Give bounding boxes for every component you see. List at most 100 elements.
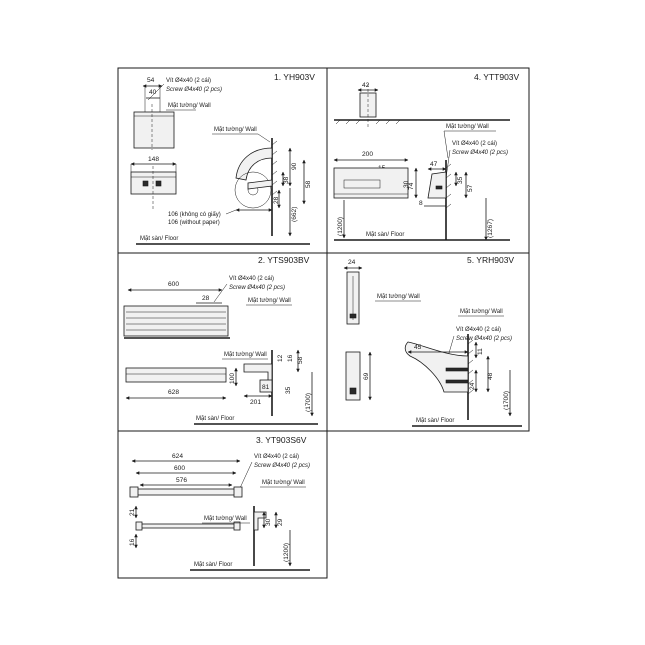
panel-2-dim-58: 58 [297,356,304,364]
wall-hatch [467,339,474,345]
panel-1-dim-148: 148 [148,156,159,163]
panel-5-dim-24b: 24 [469,382,476,390]
panel-4-wall-label: Mặt tường/ Wall [446,124,489,130]
panel-1-dim-28: 28 [273,196,280,204]
wall-hatch [467,379,474,385]
panel-3-dim-16: 16 [129,538,136,546]
panel-1-screw-hole-right [155,180,162,187]
panel-3-dim-30: 30 [265,518,272,526]
panel-1-paper-note-vi: 106 (không có giấy) [168,212,221,218]
panel-3-towel-bar: 3. YT903S6V 624 600 576 Vít Ø4x40 (2 cái… [129,435,310,571]
panel-3-frame [117,430,328,579]
wall-hatch [271,150,278,156]
panel-5-screw-en: Screw Ø4x40 (2 pcs) [456,336,512,342]
panel-1-dim-662: (662) [291,207,298,222]
panel-3-wall-label-1: Mặt tường/ Wall [262,480,305,486]
wall-hatch [271,180,278,186]
panel-2-title: 2. YTS903BV [258,255,310,265]
panel-2-dim-100: 100 [229,373,236,384]
panel-2-dim-28: 28 [202,295,210,302]
panel-5-hook-body [404,341,469,393]
panel-1-paper-roll [234,171,272,209]
panel-2-screw-vi: Vít Ø4x40 (2 cái) [229,276,274,282]
wall-hatch [271,190,278,196]
panel-2-wall-label-1: Mặt tường/ Wall [248,298,291,304]
panel-1-side-arm [247,179,273,190]
panel-3-dim-29: 29 [277,518,284,526]
panel-2-screw-en: Screw Ø4x40 (2 pcs) [229,285,285,291]
wall-hatch [467,369,474,375]
panel-4-dim-200: 200 [362,151,373,158]
panel-5-top-screw [349,313,357,319]
panel-5-dim-48: 48 [487,372,494,380]
panel-4-dim-74: 74 [408,182,415,190]
panel-4-dim-30: 30 [403,180,410,188]
wall-hatch [467,389,474,395]
panel-2-dim-35: 35 [285,386,292,394]
panel-2-frame [117,252,328,432]
panel-1-paper-note-en: 106 (without paper) [168,220,220,226]
panel-3-dim-1200: (1200) [283,543,290,562]
wall-hatch [271,160,278,166]
panel-4-front-body [333,167,409,199]
panel-1-paper-leader [225,209,237,215]
panel-1-front-view-body [130,171,177,195]
panel-2-dim-16: 16 [287,354,294,362]
panel-1-side-cover [235,147,273,181]
panel-1-wall-label-2: Mặt tường/ Wall [214,127,257,133]
panel-4-dim-57: 57 [467,184,474,192]
wall-hatch [335,119,341,125]
panel-3-wall-label-2: Mặt tường/ Wall [204,516,247,522]
panel-5-dim-11: 11 [477,348,484,355]
panel-4-dim-1200: (1200) [337,217,344,236]
panel-5-dim-1700: (1700) [503,391,510,410]
panel-5-hook-screw-1 [445,367,469,372]
panel-4-dim-47: 47 [430,161,438,168]
panel-2-floor-label: Mặt sàn/ Floor [196,416,234,422]
panel-4-screw-vi: Vít Ø4x40 (2 cái) [452,141,497,147]
wall-hatch [395,119,401,125]
wall-hatch [271,140,278,146]
panel-3-front-bracket-left [135,521,143,531]
panel-2-screw-leader [213,283,228,303]
panel-5-dim-69: 69 [363,372,370,380]
wall-hatch [345,119,351,125]
panel-4-dim-35: 35 [457,176,464,184]
panel-5-frame [326,252,530,432]
panel-1-dim-58: 58 [305,180,312,188]
panel-3-top-bracket-left [129,486,139,498]
wall-hatch [445,183,452,189]
panel-5-wall-label-1: Mặt tường/ Wall [377,294,420,300]
panel-5-dim-45: 45 [414,344,422,351]
panel-1-dim-54: 54 [147,77,155,84]
panel-3-screw-en: Screw Ø4x40 (2 pcs) [254,463,310,469]
panel-5-front-plate [345,351,361,401]
panel-4-dim-1267: (1267) [487,219,494,238]
wall-hatch [467,349,474,355]
panel-3-dim-21: 21 [129,508,136,516]
panel-2-towel-shelf: 2. YTS903BV Vít Ø4x40 (2 cái) Screw Ø4x4… [123,255,318,425]
panel-5-front-hole [349,387,357,395]
panel-2-dim-201: 201 [250,399,261,406]
panel-1-dim-90: 90 [291,162,298,170]
panel-1-paper-holder: 1. YH903V Vít Ø4x40 (2 cái) Screw Ø4x40 … [130,72,315,245]
panel-3-screw-vi: Vít Ø4x40 (2 cái) [254,454,299,460]
panel-4-floor-label: Mặt sàn/ Floor [366,232,404,238]
panel-4-side-screw [435,185,443,190]
panel-3-floor-label: Mặt sàn/ Floor [194,562,232,568]
panel-4-front-slot [343,179,381,189]
panel-2-wall-label-2: Mặt tường/ Wall [224,352,267,358]
wall-hatch [385,119,391,125]
panel-1-screw-vi: Vít Ø4x40 (2 cái) [166,78,211,84]
panel-3-screw-leader [239,461,253,489]
panel-1-screw-hole-left [142,180,149,187]
panel-3-title: 3. YT903S6V [256,435,307,445]
wall-hatch [355,119,361,125]
wall-hatch [445,193,452,199]
wall-hatch [445,163,452,169]
panel-3-front-bar [137,523,239,529]
panel-1-wall-leader [257,133,271,143]
panel-5-hook-screw-2 [445,379,469,384]
panel-2-side-block [259,379,273,393]
